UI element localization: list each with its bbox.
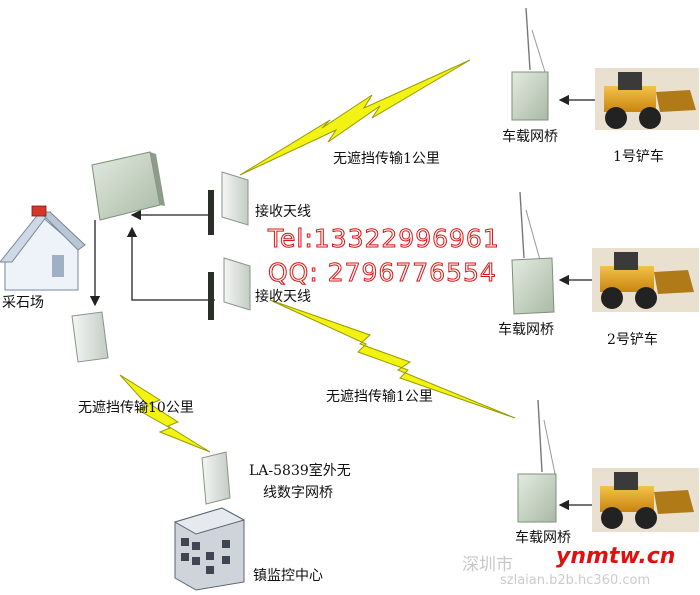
watermark-site: ynmtw.cn [556,544,676,569]
panel-antenna-icon [91,151,165,221]
label-town-center: 镇监控中心 [253,568,323,584]
watermark-cn: 深圳市 [462,555,513,575]
label-quarry: 采石场 [2,295,44,311]
label-receive-antenna-2: 接收天线 [255,289,311,305]
label-receive-antenna-1: 接收天线 [255,204,311,220]
label-vehicle-bridge-1: 车载网桥 [502,129,558,145]
label-vehicle-bridge-2: 车载网桥 [498,322,554,338]
label-wireless-1km-top: 无遮挡传输1公里 [333,151,440,167]
wheel-loader-icon [592,468,699,532]
vehicle-bridge-icon [511,191,555,315]
contact-tel: Tel:13322996961 [268,224,500,254]
wheel-loader-icon [595,68,699,130]
label-vehicle-bridge-3: 车载网桥 [515,530,571,546]
lightning-link-icon [119,374,211,453]
label-device-model: LA-5839室外无 [249,463,351,479]
patch-antenna-icon [208,257,251,320]
label-device-model-cont: 线数字网桥 [263,485,333,501]
contact-qq: QQ: 2796776554 [268,258,497,288]
patch-antenna-icon [71,311,109,363]
building-icon [173,507,246,591]
lightning-link-icon [269,299,516,419]
vehicle-bridge-icon [517,399,557,523]
patch-antenna-icon [201,451,231,505]
connector-antenna2-panel [126,226,215,301]
wheel-loader-icon [592,248,699,312]
label-loader-1: 1号铲车 [613,149,664,165]
vehicle-bridge-icon [511,7,549,121]
house-icon [0,205,86,291]
watermark-url: szlaian.b2b.hc360.com [500,573,651,588]
label-wireless-1km-bottom: 无遮挡传输1公里 [326,389,433,405]
patch-antenna-icon [208,171,249,235]
lightning-link-icon [239,59,471,176]
label-loader-2: 2号铲车 [607,332,658,348]
label-wireless-10km: 无遮挡传输10公里 [78,400,194,416]
